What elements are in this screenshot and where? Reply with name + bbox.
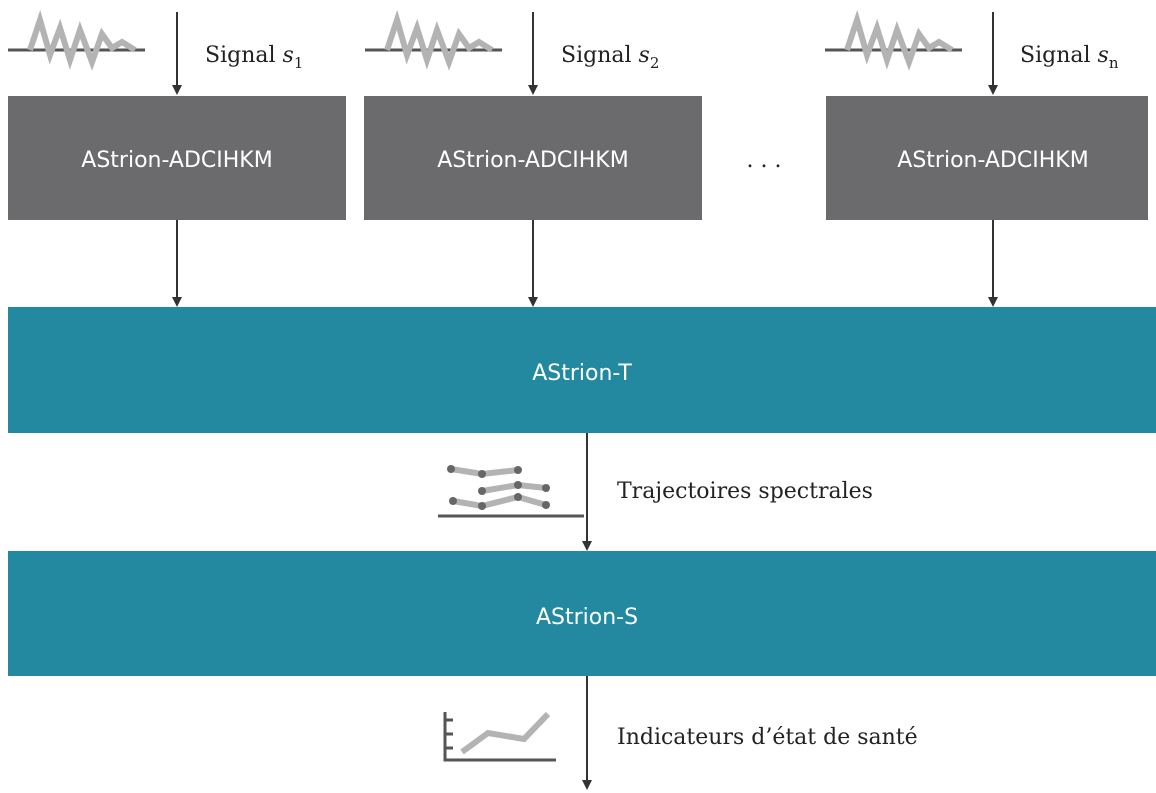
adcihkm-module-label: AStrion-ADCIHKM (897, 148, 1088, 173)
signal-waveform-icon (365, 9, 502, 71)
signal-label: Signal s1 (205, 43, 303, 72)
more-signals-ellipsis: . . . (747, 148, 782, 173)
adcihkm-module-label: AStrion-ADCIHKM (437, 148, 628, 173)
astrion-s-label: AStrion-S (536, 605, 638, 630)
input-column-1: Signal s1 AStrion-ADCIHKM (8, 9, 346, 307)
signal-label: Signal s2 (561, 43, 659, 72)
adcihkm-module-box (8, 96, 346, 220)
astrion-t-block (8, 307, 1156, 433)
astrion-s-block (8, 551, 1156, 676)
input-column-n: Signal sn AStrion-ADCIHKM (825, 9, 1148, 307)
signal-waveform-icon (8, 9, 145, 71)
input-column-2: Signal s2 AStrion-ADCIHKM (364, 9, 702, 307)
signal-label: Signal sn (1020, 43, 1119, 72)
adcihkm-module-box (826, 96, 1148, 220)
adcihkm-module-label: AStrion-ADCIHKM (81, 148, 272, 173)
astrion-t-label: AStrion-T (532, 361, 632, 386)
signal-waveform-icon (825, 9, 962, 71)
spectral-trajectories-icon (438, 465, 584, 518)
health-trend-chart-icon (443, 711, 556, 762)
adcihkm-module-box (364, 96, 702, 220)
trajectories-label: Trajectoires spectrales (617, 479, 873, 504)
health-indicators-label: Indicateurs d’état de santé (617, 725, 918, 750)
